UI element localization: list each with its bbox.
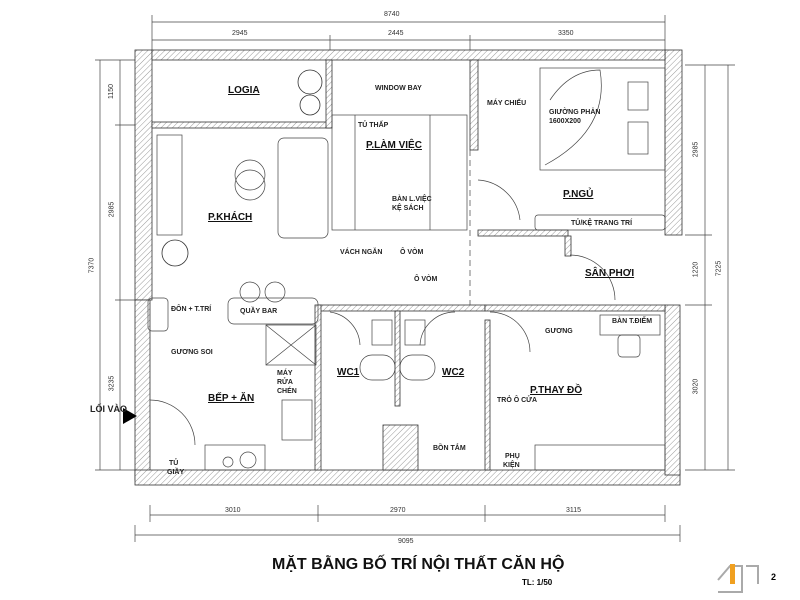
label-ban-lviec: BÀN L.VIỆC [392,196,432,203]
label-giuong: GIƯỜNG PHẢN [549,109,601,116]
walls [134,49,683,486]
dim-left-1: 1150 [108,83,116,100]
label-ban-tdiem: BÀN T.ĐIỂM [612,318,653,325]
label-tro-o-cua: TRỎ Ô CỬA [497,397,538,404]
label-guong: GƯƠNG [545,328,573,335]
label-tu-ke: TỦ/KỆ TRANG TRÍ [571,220,633,227]
dimension-lines [95,15,735,542]
dim-bottom-2: 2970 [390,507,406,514]
room-san-phoi: SÂN PHƠI [585,268,635,279]
label-phu-kien-2: KIỆN [503,462,520,469]
room-wc2: WC2 [442,367,465,378]
label-may-chieu: MÁY CHIẾU [487,100,527,107]
dim-top-1: 2945 [232,30,248,37]
dim-top-3: 3350 [558,30,574,37]
label-may-rua-1: MÁY [277,370,293,377]
label-may-rua-2: RỬA [277,379,293,386]
dim-bottom-total: 9095 [398,538,414,545]
plants [161,69,323,267]
room-logia: LOGIA [228,85,260,96]
label-don: ĐÔN + T.TRÍ [171,306,212,313]
label-giuong-size: 1600X200 [549,118,581,125]
drawing-scale: TL: 1/50 [522,578,553,587]
label-bon-tam: BỒN TẮM [433,445,466,452]
label-loi-vao: LỐI VÀO [90,404,128,414]
room-wc1: WC1 [337,367,360,378]
furniture [147,67,666,471]
room-ngu: P.NGỦ [563,189,594,200]
label-phu-kien-1: PHỤ [505,453,520,460]
dim-right-3: 3020 [692,378,700,395]
dim-top-2: 2445 [388,30,404,37]
dim-right-total: 7225 [715,260,723,277]
label-o-vom: Ô VÒM [400,249,424,256]
label-may-rua-3: CHÉN [277,388,297,395]
logo-icon [717,564,759,593]
dim-top-total: 8740 [384,11,400,18]
room-lam-viec: P.LÀM VIỆC [366,140,422,151]
dim-right-1: 2985 [692,141,700,158]
room-thay-do: P.THAY ĐỒ [530,385,583,396]
drawing-title: MẶT BẰNG BỐ TRÍ NỘI THẤT CĂN HỘ [272,556,565,573]
room-khach: P.KHÁCH [208,212,253,223]
label-window-bay: WINDOW BAY [375,85,422,92]
dim-left-3: 3235 [108,375,116,392]
label-vach-ngan: VÁCH NGĂN [340,249,383,256]
dim-left-total: 7370 [88,257,96,274]
label-quay-bar: QUẦY BAR [240,308,278,315]
label-tu-thap: TỦ THẤP [358,122,389,129]
dim-right-2: 1220 [692,261,700,278]
label-o-vom-2: Ô VÒM [414,276,438,283]
page-number: 2 [771,572,777,582]
label-tu-giay-2: GIẦY [167,469,185,476]
label-tu-giay-1: TỦ [169,460,179,467]
entrance-arrow-icon [123,408,137,424]
label-guong-soi: GƯƠNG SOI [171,349,213,356]
dim-bottom-1: 3010 [225,507,241,514]
label-ke-sach: KỆ SÁCH [392,205,424,212]
room-bep: BẾP + ĂN [208,393,255,404]
dim-bottom-3: 3115 [566,507,582,514]
dim-left-2: 2985 [108,201,116,218]
